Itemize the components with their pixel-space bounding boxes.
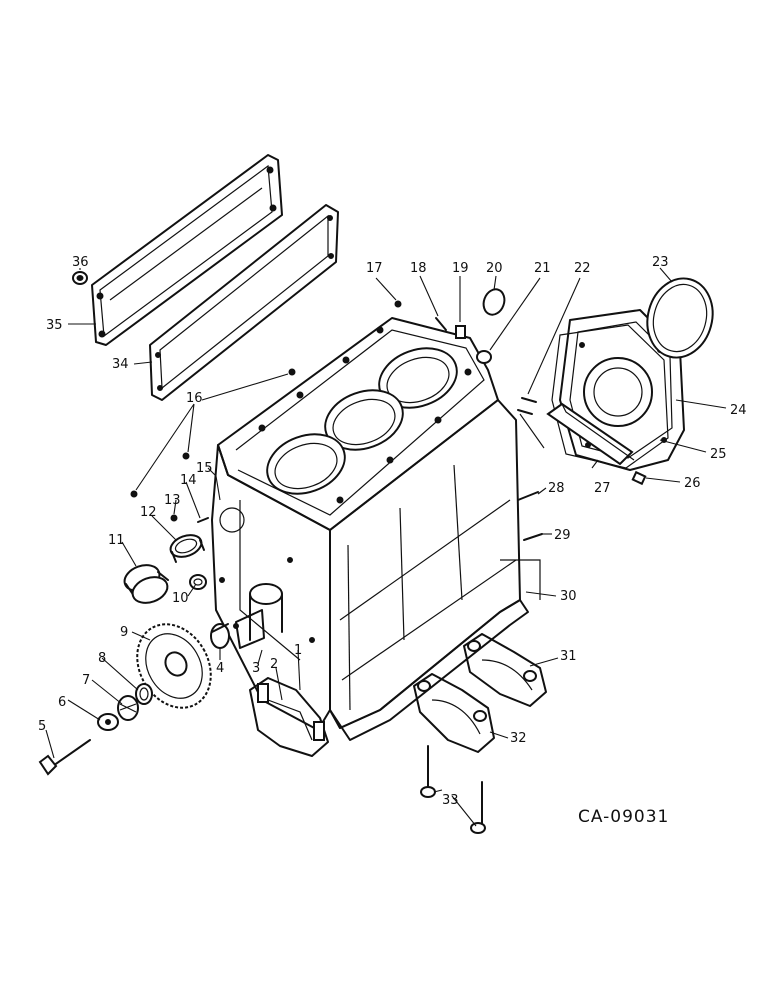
callout-19: 19 <box>452 261 469 276</box>
callout-32: 32 <box>510 731 527 746</box>
plug-19 <box>455 325 466 339</box>
plug-17 <box>394 300 402 308</box>
thrust-washer-8 <box>135 683 153 705</box>
callout-25: 25 <box>710 447 727 462</box>
callout-31: 31 <box>560 649 577 664</box>
callout-9: 9 <box>120 625 128 640</box>
callout-6: 6 <box>58 695 66 710</box>
callout-30: 30 <box>560 589 577 604</box>
dowel-pin-29 <box>523 533 543 541</box>
side-cover-plate <box>91 154 283 346</box>
camshaft-end <box>235 583 283 649</box>
callout-15: 15 <box>196 461 213 476</box>
pipe-plug-26 <box>631 470 647 486</box>
dowel-pin-18 <box>435 317 447 331</box>
callout-2: 2 <box>270 657 278 672</box>
seal-strip <box>546 402 635 466</box>
callout-7: 7 <box>82 673 90 688</box>
washer-10 <box>189 574 207 590</box>
camshaft-bushing-12 <box>169 534 205 563</box>
main-bearing-cap-32 <box>413 673 495 753</box>
callout-8: 8 <box>98 651 106 666</box>
callout-11: 11 <box>108 533 125 548</box>
callout-35: 35 <box>46 318 63 333</box>
callout-18: 18 <box>410 261 427 276</box>
idler-bolt-5 <box>38 739 91 776</box>
callout-26: 26 <box>684 476 701 491</box>
callout-34: 34 <box>112 357 129 372</box>
cap-bolts-33 <box>420 745 486 834</box>
cylinder-block <box>211 317 541 741</box>
callout-29: 29 <box>554 528 571 543</box>
callout-21: 21 <box>534 261 551 276</box>
callout-33: 33 <box>442 793 459 808</box>
callout-5: 5 <box>38 719 46 734</box>
rear-seal-housing <box>559 309 685 471</box>
rear-oil-seal <box>646 277 714 359</box>
callout-13: 13 <box>164 493 181 508</box>
plugs-16 <box>130 368 296 498</box>
callout-20: 20 <box>486 261 503 276</box>
leader-lines <box>45 267 727 827</box>
dowel-pin-22 <box>517 397 537 415</box>
callout-3: 3 <box>252 661 260 676</box>
callout-16: 16 <box>186 391 203 406</box>
front-bearing-cap <box>249 677 329 757</box>
callout-22: 22 <box>574 261 591 276</box>
cover-nut <box>72 271 88 285</box>
callout-14: 14 <box>180 473 197 488</box>
callout-1: 1 <box>294 643 302 658</box>
callout-23: 23 <box>652 255 669 270</box>
camshaft-bushing-11 <box>123 564 169 604</box>
idler-gear <box>136 623 212 709</box>
callout-17: 17 <box>366 261 383 276</box>
callout-27: 27 <box>594 481 611 496</box>
dowel-pin-14 <box>197 517 209 523</box>
callout-10: 10 <box>172 591 189 606</box>
callout-labels: 36 35 34 16 17 18 19 20 21 22 23 24 25 2… <box>38 255 747 808</box>
main-bearing-cap-31 <box>463 633 547 707</box>
dowel-pin-28 <box>517 491 539 501</box>
callout-4: 4 <box>216 661 224 676</box>
drawing-code: CA-09031 <box>578 807 669 827</box>
callout-28: 28 <box>548 481 565 496</box>
side-cover-gasket <box>149 204 339 401</box>
idler-bushing-7 <box>117 695 139 721</box>
plug-21 <box>476 350 492 364</box>
retainer-plate-6 <box>97 713 119 731</box>
idler-shaft-4 <box>210 623 230 649</box>
callout-36: 36 <box>72 255 89 270</box>
expansion-plug-20 <box>482 288 506 316</box>
callout-24: 24 <box>730 403 747 418</box>
callout-12: 12 <box>140 505 157 520</box>
plug-13 <box>170 514 178 522</box>
